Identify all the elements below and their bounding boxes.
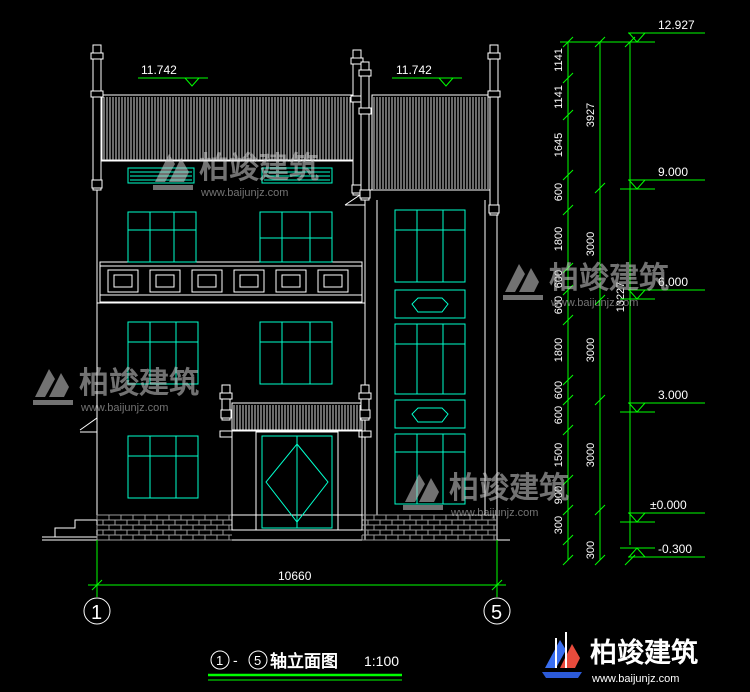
title-dash: -: [233, 652, 238, 668]
dim-inner-label: 900: [553, 486, 565, 504]
width-dim-label: 10660: [278, 569, 312, 583]
dim-mid-label: 3000: [585, 443, 597, 467]
dim-inner-label: 1141: [553, 85, 565, 109]
decorative-posts: [90, 44, 501, 438]
svg-text:www.baijunjz.com: www.baijunjz.com: [200, 187, 288, 199]
brand-logo-url: www.baijunjz.com: [591, 673, 679, 685]
elevation-label: 12.927: [658, 18, 695, 32]
roof-level-left: 11.742: [141, 63, 177, 77]
dim-inner-label: 600: [553, 406, 565, 424]
dim-inner-label: 1800: [553, 227, 565, 251]
dim-inner-label: 1645: [553, 133, 565, 157]
watermarks: 柏竣建筑www.baijunjz.com柏竣建筑www.baijunjz.com…: [33, 151, 669, 519]
entrance-canopy-tiles: [233, 405, 361, 430]
roof-tiles-right: [373, 97, 492, 189]
roof-level-right: 11.742: [396, 63, 432, 77]
dim-inner-label: 600: [553, 270, 565, 288]
svg-text:www.baijunjz.com: www.baijunjz.com: [550, 297, 638, 309]
dim-inner-label: 300: [553, 516, 565, 534]
dim-mid-label: 3000: [585, 232, 597, 256]
title-axis-to: 5: [254, 653, 261, 668]
svg-text:www.baijunjz.com: www.baijunjz.com: [450, 507, 538, 519]
elevation-label: 6.000: [658, 275, 688, 289]
dim-inner-label: 600: [553, 381, 565, 399]
svg-text:柏竣建筑: 柏竣建筑: [549, 261, 669, 296]
axis-bubble-5: 5: [491, 602, 502, 624]
dim-mid-label: 300: [585, 541, 597, 559]
elevation-label: -0.300: [658, 542, 692, 556]
brand-logo-icon: [542, 632, 582, 678]
balcony-railing: [99, 261, 363, 303]
elevation-markers: [620, 32, 705, 558]
windows: [127, 167, 466, 529]
dim-total-label: 13227: [615, 282, 627, 313]
brand-logo-name: 柏竣建筑: [590, 637, 698, 669]
dim-inner-label: 1500: [553, 443, 565, 467]
svg-text:柏竣建筑: 柏竣建筑: [79, 366, 199, 401]
elevation-label: ±0.000: [650, 498, 687, 512]
elevation-label: 3.000: [658, 388, 688, 402]
width-dimension: [88, 540, 506, 597]
title-text: 轴立面图: [270, 651, 338, 671]
svg-text:柏竣建筑: 柏竣建筑: [199, 151, 319, 186]
elevation-label: 9.000: [658, 165, 688, 179]
svg-text:www.baijunjz.com: www.baijunjz.com: [80, 402, 168, 414]
vertical-dimensions: [560, 36, 640, 566]
brand-logo: 柏竣建筑 www.baijunjz.com: [540, 628, 750, 692]
dim-inner-label: 1800: [553, 338, 565, 362]
roof-tiles-left: [103, 97, 357, 160]
dim-inner-label: 600: [553, 183, 565, 201]
axis-bubbles: [83, 597, 511, 625]
brick-plinth: [96, 514, 497, 541]
dim-inner-label: 600: [553, 296, 565, 314]
svg-text:柏竣建筑: 柏竣建筑: [449, 471, 569, 506]
entrance-surround: [231, 429, 363, 531]
title-scale: 1:100: [364, 653, 399, 669]
title-axis-from: 1: [216, 653, 223, 668]
drawing-title: 1 - 5 轴立面图 1:100: [208, 650, 402, 681]
dim-inner-label: 1141: [553, 48, 565, 72]
dim-mid-label: 3927: [585, 103, 597, 127]
axis-bubble-1: 1: [91, 602, 102, 624]
roof-level-markers: [138, 77, 462, 87]
dim-mid-label: 3000: [585, 338, 597, 362]
